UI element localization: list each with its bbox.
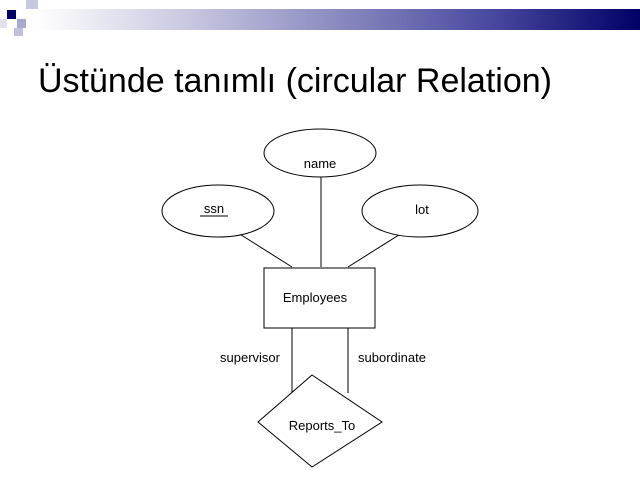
lot-link [347, 232, 403, 268]
header-gradient-bar [36, 9, 640, 30]
attribute-ssn [161, 184, 275, 238]
relationship-label: Reports_To [289, 418, 355, 433]
attribute-name-label: name [304, 156, 337, 171]
decor-square [17, 19, 26, 28]
ssn-link [237, 232, 293, 268]
decor-square [7, 10, 16, 19]
relationship-reports-to [257, 374, 383, 468]
entity-employees [263, 267, 376, 329]
decor-square [26, 0, 38, 9]
decor-square [0, 19, 7, 28]
entity-label: Employees [283, 290, 348, 305]
attribute-lot [361, 184, 479, 238]
role-supervisor-label: supervisor [220, 350, 281, 365]
attribute-name [263, 128, 377, 178]
attribute-ssn-label: ssn [204, 201, 224, 216]
slide-title: Üstünde tanımlı (circular Relation) [38, 62, 552, 100]
decor-square [14, 28, 23, 36]
role-subordinate-label: subordinate [358, 350, 426, 365]
attribute-lot-label: lot [415, 202, 429, 217]
